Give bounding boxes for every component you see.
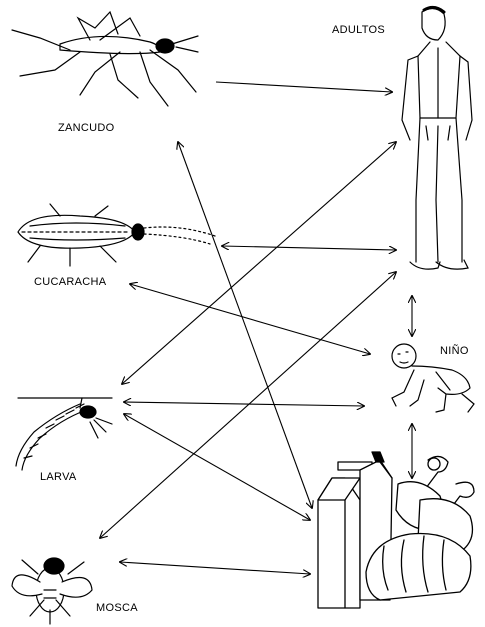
adult-illustration bbox=[402, 7, 472, 269]
label-adultos: ADULTOS bbox=[332, 24, 385, 36]
label-larva: LARVA bbox=[40, 471, 77, 483]
arrow-larva-nino bbox=[124, 402, 364, 406]
arrow-zancudo-adultos bbox=[216, 82, 392, 92]
cockroach-illustration bbox=[18, 204, 215, 266]
arrow-larva-food bbox=[124, 414, 310, 520]
arrow-cucaracha-nino bbox=[130, 284, 370, 354]
arrow-zancudo-food bbox=[178, 142, 312, 508]
arrow-cucaracha-adultos bbox=[222, 246, 396, 250]
arrow-adultos-larva bbox=[122, 142, 396, 384]
fly-illustration bbox=[12, 558, 92, 624]
label-cucaracha: CUCARACHA bbox=[34, 276, 106, 288]
arrow-mosca-food bbox=[120, 562, 310, 574]
label-zancudo: ZANCUDO bbox=[58, 122, 115, 134]
label-nino: NIÑO bbox=[440, 345, 469, 357]
larva-illustration bbox=[16, 398, 112, 470]
label-mosca: MOSCA bbox=[96, 602, 138, 614]
mosquito-illustration bbox=[12, 12, 198, 106]
food-illustration bbox=[318, 452, 474, 608]
